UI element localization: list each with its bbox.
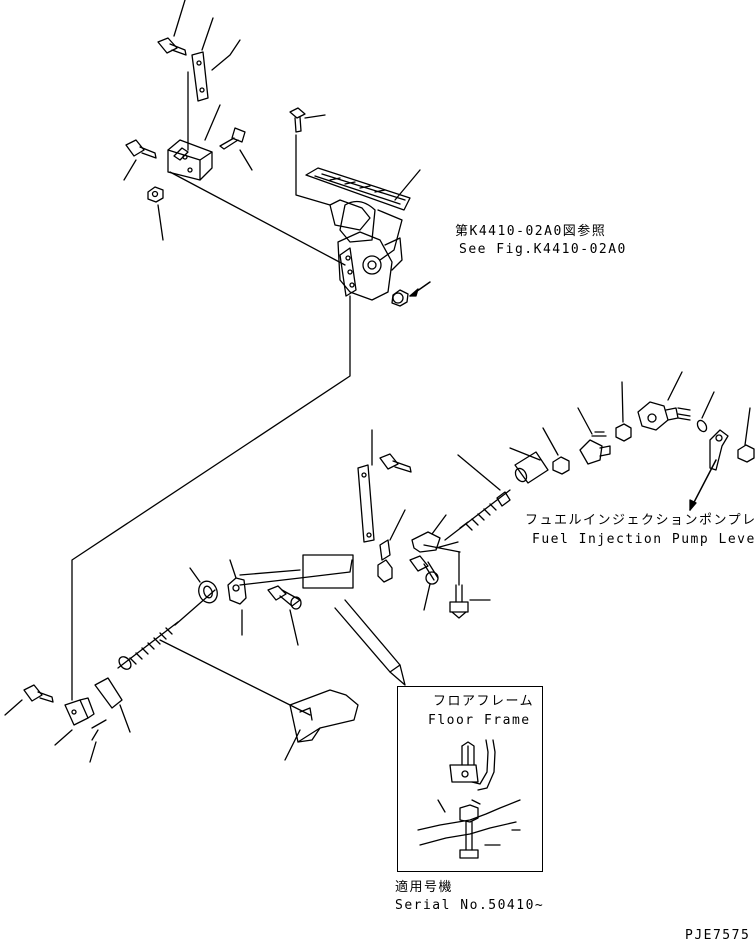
- ring-clamp: [189, 567, 218, 604]
- small-plate: [94, 677, 131, 733]
- pedal-body: [337, 231, 431, 307]
- link-line: [169, 171, 346, 266]
- detail-target-box: [302, 554, 406, 686]
- sleeve: [509, 447, 549, 484]
- serial-en: Serial No.50410~: [395, 898, 545, 913]
- floor-frame-en: Floor Frame: [428, 713, 531, 728]
- ball-joint-1: [577, 407, 611, 465]
- vertical-bolt: [449, 551, 491, 619]
- clamp-assembly: [377, 509, 461, 583]
- floor-bracket: [284, 689, 359, 761]
- bracket-bolt-left: [123, 139, 157, 181]
- detail-box: [397, 686, 543, 872]
- link-plate: [357, 429, 375, 543]
- top-bolt: [157, 0, 187, 56]
- cable-run: [71, 295, 351, 701]
- washer: [696, 391, 715, 433]
- pedal-bolt: [289, 107, 331, 206]
- ref-note-jp: 第K4410-02A0図参照: [455, 224, 607, 239]
- rod-end: [637, 371, 691, 431]
- fuel-lever-jp: フュエルインジェクションポンプレバー: [525, 513, 755, 528]
- accelerator-pedal: [305, 167, 421, 261]
- serial-jp: 適用号機: [395, 880, 454, 895]
- lever-arm: [227, 559, 353, 636]
- top-bracket-plate: [187, 17, 241, 151]
- link-bolt: [379, 453, 412, 473]
- floor-frame-jp: フロアフレーム: [433, 694, 535, 709]
- cable-lower: [117, 589, 311, 716]
- bracket-bolt-right: [219, 127, 253, 171]
- bracket-nut: [147, 186, 164, 241]
- cable-end-upper: [444, 454, 511, 541]
- detail-floor-frame-parts: [417, 739, 521, 859]
- nut-1: [542, 427, 570, 475]
- nut-2: [615, 381, 632, 442]
- upper-bracket: [167, 104, 221, 181]
- pin: [89, 719, 107, 763]
- lower-clamp-bolt: [409, 555, 439, 611]
- ref-note-en: See Fig.K4410-02A0: [459, 242, 627, 257]
- fuel-lever-en: Fuel Injection Pump Lever: [532, 532, 755, 547]
- drawing-id: PJE7575: [685, 928, 751, 943]
- spacer-bolt: [267, 585, 302, 646]
- nut-3: [737, 407, 755, 463]
- pump-lever: [689, 429, 729, 511]
- end-block: [54, 697, 95, 746]
- end-bolt: [4, 684, 54, 716]
